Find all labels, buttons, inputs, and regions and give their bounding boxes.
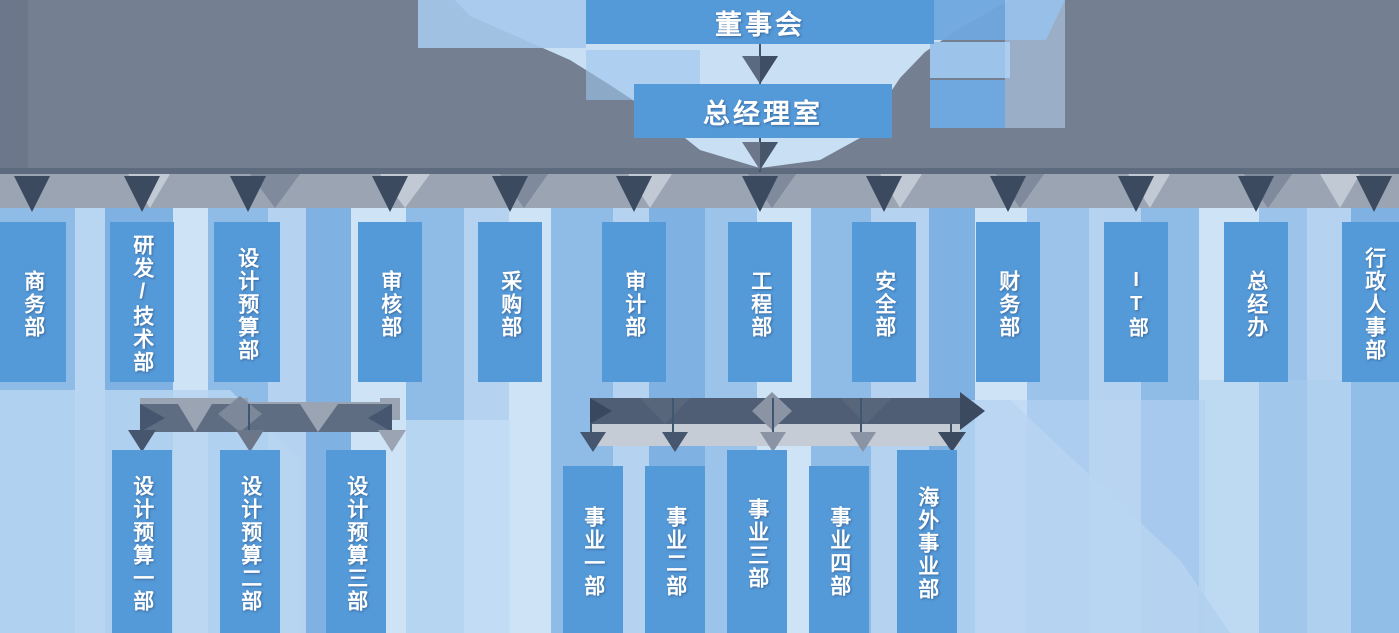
node-label: 设计预算一部 bbox=[130, 474, 154, 613]
node-label: 研发/技术部 bbox=[130, 234, 154, 374]
node-dept-safety[interactable]: 安全部 bbox=[852, 222, 916, 382]
connector-arrows bbox=[14, 176, 1392, 212]
node-dept-design-budget[interactable]: 设计预算部 bbox=[214, 222, 280, 382]
node-dept-engineering[interactable]: 工程部 bbox=[728, 222, 792, 382]
mountain-right bbox=[760, 0, 1399, 168]
node-label: 商务部 bbox=[21, 269, 45, 339]
design-subdept-connector bbox=[128, 396, 406, 452]
node-general-manager-office[interactable]: 总经理室 bbox=[634, 84, 892, 138]
node-business-unit-4[interactable]: 事业四部 bbox=[809, 466, 869, 633]
node-dept-finance[interactable]: 财务部 bbox=[976, 222, 1040, 382]
node-business-unit-overseas[interactable]: 海外事业部 bbox=[897, 450, 957, 633]
node-subdept-design-budget-3[interactable]: 设计预算三部 bbox=[326, 450, 386, 633]
node-dept-admin-hr[interactable]: 行政人事部 bbox=[1342, 222, 1399, 382]
node-dept-business[interactable]: 商务部 bbox=[0, 222, 66, 382]
node-label: 事业二部 bbox=[663, 505, 687, 598]
node-dept-audit[interactable]: 审计部 bbox=[602, 222, 666, 382]
node-label: 设计预算二部 bbox=[238, 474, 262, 613]
node-dept-review[interactable]: 审核部 bbox=[358, 222, 422, 382]
node-label: 总经理室 bbox=[703, 98, 823, 129]
mountain-left bbox=[0, 0, 760, 168]
node-label: 事业四部 bbox=[827, 505, 851, 598]
node-dept-gm-office-admin[interactable]: 总经办 bbox=[1224, 222, 1288, 382]
business-unit-connector bbox=[580, 392, 985, 452]
node-dept-procurement[interactable]: 采购部 bbox=[478, 222, 542, 382]
node-label: 事业一部 bbox=[581, 505, 605, 598]
node-label: 审计部 bbox=[622, 269, 646, 339]
node-label: 董事会 bbox=[715, 9, 805, 40]
node-label: 事业三部 bbox=[745, 497, 769, 590]
node-label: 行政人事部 bbox=[1362, 246, 1386, 362]
node-business-unit-1[interactable]: 事业一部 bbox=[563, 466, 623, 633]
node-label: 海外事业部 bbox=[915, 486, 939, 601]
node-label: 工程部 bbox=[748, 269, 772, 339]
node-label: 审核部 bbox=[378, 269, 402, 339]
node-label: IT部 bbox=[1125, 269, 1148, 339]
node-business-unit-2[interactable]: 事业二部 bbox=[645, 466, 705, 633]
node-dept-it[interactable]: IT部 bbox=[1104, 222, 1168, 382]
node-subdept-design-budget-1[interactable]: 设计预算一部 bbox=[112, 450, 172, 633]
node-dept-rd-technology[interactable]: 研发/技术部 bbox=[110, 222, 174, 382]
node-label: 设计预算三部 bbox=[344, 474, 368, 613]
node-label: 设计预算部 bbox=[235, 246, 259, 362]
node-label: 总经办 bbox=[1244, 269, 1268, 339]
node-subdept-design-budget-2[interactable]: 设计预算二部 bbox=[220, 450, 280, 633]
node-label: 采购部 bbox=[498, 269, 522, 339]
node-business-unit-3[interactable]: 事业三部 bbox=[727, 450, 787, 633]
node-board-of-directors[interactable]: 董事会 bbox=[586, 0, 934, 44]
node-label: 财务部 bbox=[996, 269, 1020, 339]
node-label: 安全部 bbox=[872, 269, 896, 339]
